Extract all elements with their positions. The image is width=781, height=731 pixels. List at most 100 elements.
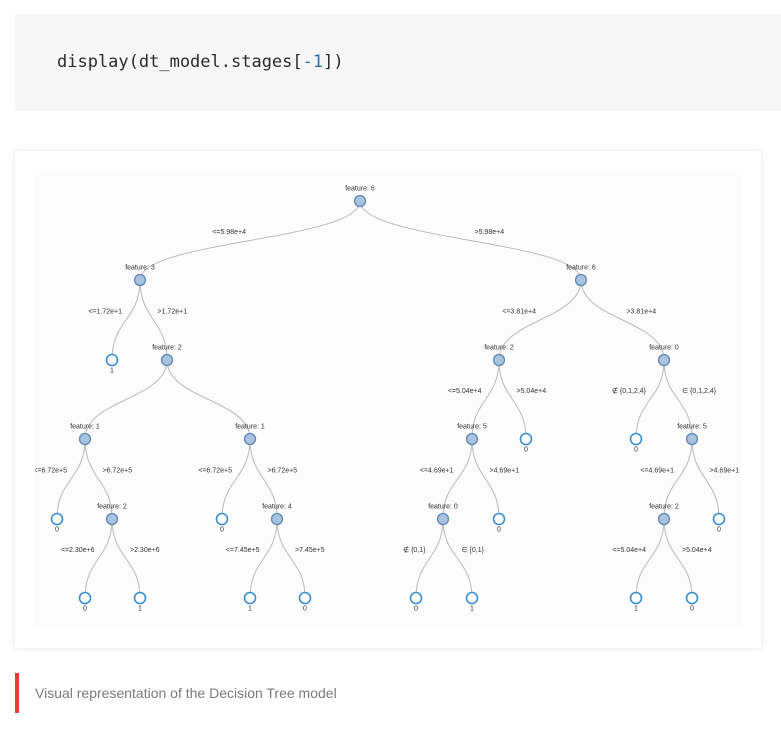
leaf-node[interactable]	[133, 591, 147, 605]
tree-edge	[84, 438, 113, 520]
edge-split-label: <=4.69e+1	[420, 468, 454, 475]
tree-edge	[359, 200, 582, 281]
tree-edge	[84, 518, 113, 599]
split-node[interactable]	[574, 273, 588, 287]
edge-split-label: ∈ {0,1}	[462, 547, 485, 554]
leaf-node[interactable]	[243, 591, 257, 605]
split-node[interactable]	[105, 512, 119, 526]
tree-edge	[111, 518, 141, 599]
edge-split-label: <=6.72e+5	[35, 468, 67, 475]
code-block: display(dt_model.stages[-1])	[15, 14, 781, 111]
edge-split-label: <=2.30e+6	[61, 547, 95, 554]
leaf-node[interactable]	[298, 591, 312, 605]
edge-split-label: >4.69e+1	[490, 468, 520, 475]
tree-edge	[442, 438, 473, 520]
leaf-prediction-label: 0	[717, 527, 721, 534]
leaf-prediction-label: 1	[248, 606, 252, 613]
figure-caption: Visual representation of the Decision Tr…	[35, 685, 337, 701]
tree-edge	[221, 438, 251, 520]
tree-edge	[498, 359, 527, 440]
leaf-node[interactable]	[215, 512, 229, 526]
edge-split-label: ∈ {0,1,2,4}	[682, 388, 717, 395]
split-node[interactable]	[78, 432, 92, 446]
tree-edge	[111, 279, 141, 361]
edge-split-label: >7.45e+5	[295, 547, 325, 554]
leaf-node[interactable]	[685, 591, 699, 605]
edge-split-label: ∉ {0,1,2,4}	[612, 387, 647, 395]
split-node[interactable]	[465, 432, 479, 446]
tree-edge	[139, 200, 361, 281]
leaf-node[interactable]	[629, 432, 643, 446]
edge-split-label: >4.69e+1	[710, 468, 740, 475]
node-feature-label: feature: 2	[152, 345, 182, 352]
leaf-prediction-label: 1	[138, 606, 142, 613]
edge-split-label: <=7.45e+5	[226, 547, 260, 554]
leaf-node[interactable]	[712, 512, 726, 526]
leaf-prediction-label: 0	[690, 606, 694, 613]
decision-tree-diagram: <=5.98e+4>5.98e+4<=1.72e+1>1.72e+1<=6.72…	[35, 186, 740, 613]
split-node[interactable]	[436, 512, 450, 526]
leaf-node[interactable]	[492, 512, 506, 526]
split-node[interactable]	[657, 512, 671, 526]
tree-edge	[249, 518, 278, 599]
tree-edge	[663, 359, 693, 440]
leaf-prediction-label: 1	[634, 606, 638, 613]
edge-split-label: ∉ {0,1}	[403, 546, 426, 554]
leaf-prediction-label: 0	[634, 447, 638, 454]
tree-edge	[442, 518, 473, 599]
node-feature-label: feature: 6	[345, 186, 375, 193]
leaf-node[interactable]	[409, 591, 423, 605]
leaf-prediction-label: 0	[524, 447, 528, 454]
code-index: -1	[302, 52, 324, 72]
code-prefix: display(dt_model.stages[	[57, 52, 303, 72]
tree-edge	[166, 359, 251, 440]
node-feature-label: feature: 1	[70, 424, 100, 431]
tree-edge	[580, 279, 665, 361]
leaf-node[interactable]	[465, 591, 479, 605]
leaf-node[interactable]	[519, 432, 533, 446]
tree-edge	[415, 518, 444, 599]
tree-edge	[84, 359, 168, 440]
leaf-prediction-label: 0	[220, 527, 224, 534]
tree-edge	[635, 359, 665, 440]
node-feature-label: feature: 1	[235, 424, 265, 431]
code-suffix: ])	[323, 52, 344, 72]
leaf-prediction-label: 1	[470, 606, 474, 613]
tree-canvas: <=5.98e+4>5.98e+4<=1.72e+1>1.72e+1<=6.72…	[35, 171, 741, 626]
node-feature-label: feature: 2	[649, 504, 679, 511]
tree-edge	[663, 438, 693, 520]
tree-edge	[663, 518, 693, 599]
split-node[interactable]	[160, 353, 174, 367]
edge-split-label: >1.72e+1	[158, 309, 188, 316]
tree-edge	[56, 438, 86, 520]
node-feature-label: feature: 4	[262, 504, 292, 511]
tree-edge	[691, 438, 720, 520]
edge-split-label: <=6.72e+5	[198, 468, 232, 475]
leaf-prediction-label: 0	[497, 527, 501, 534]
edge-split-label: >2.30e+6	[130, 547, 160, 554]
split-node[interactable]	[243, 432, 257, 446]
tree-edge	[635, 518, 665, 599]
split-node[interactable]	[353, 194, 367, 208]
leaf-node[interactable]	[78, 591, 92, 605]
node-feature-label: feature: 0	[649, 345, 679, 352]
edge-split-label: <=4.69e+1	[640, 468, 674, 475]
leaf-node[interactable]	[50, 512, 64, 526]
split-node[interactable]	[492, 353, 506, 367]
node-feature-label: feature: 2	[97, 504, 127, 511]
split-node[interactable]	[270, 512, 284, 526]
node-feature-label: feature: 5	[677, 424, 707, 431]
leaf-node[interactable]	[105, 353, 119, 367]
split-node[interactable]	[685, 432, 699, 446]
node-feature-label: feature: 5	[457, 424, 487, 431]
leaf-prediction-label: 0	[414, 606, 418, 613]
edge-split-label: <=3.81e+4	[502, 309, 536, 316]
leaf-node[interactable]	[629, 591, 643, 605]
split-node[interactable]	[657, 353, 671, 367]
leaf-prediction-label: 0	[83, 606, 87, 613]
leaf-prediction-label: 0	[303, 606, 307, 613]
edge-split-label: <=5.04e+4	[448, 388, 482, 395]
split-node[interactable]	[133, 273, 147, 287]
node-feature-label: feature: 3	[125, 265, 155, 272]
node-feature-label: feature: 6	[566, 265, 596, 272]
